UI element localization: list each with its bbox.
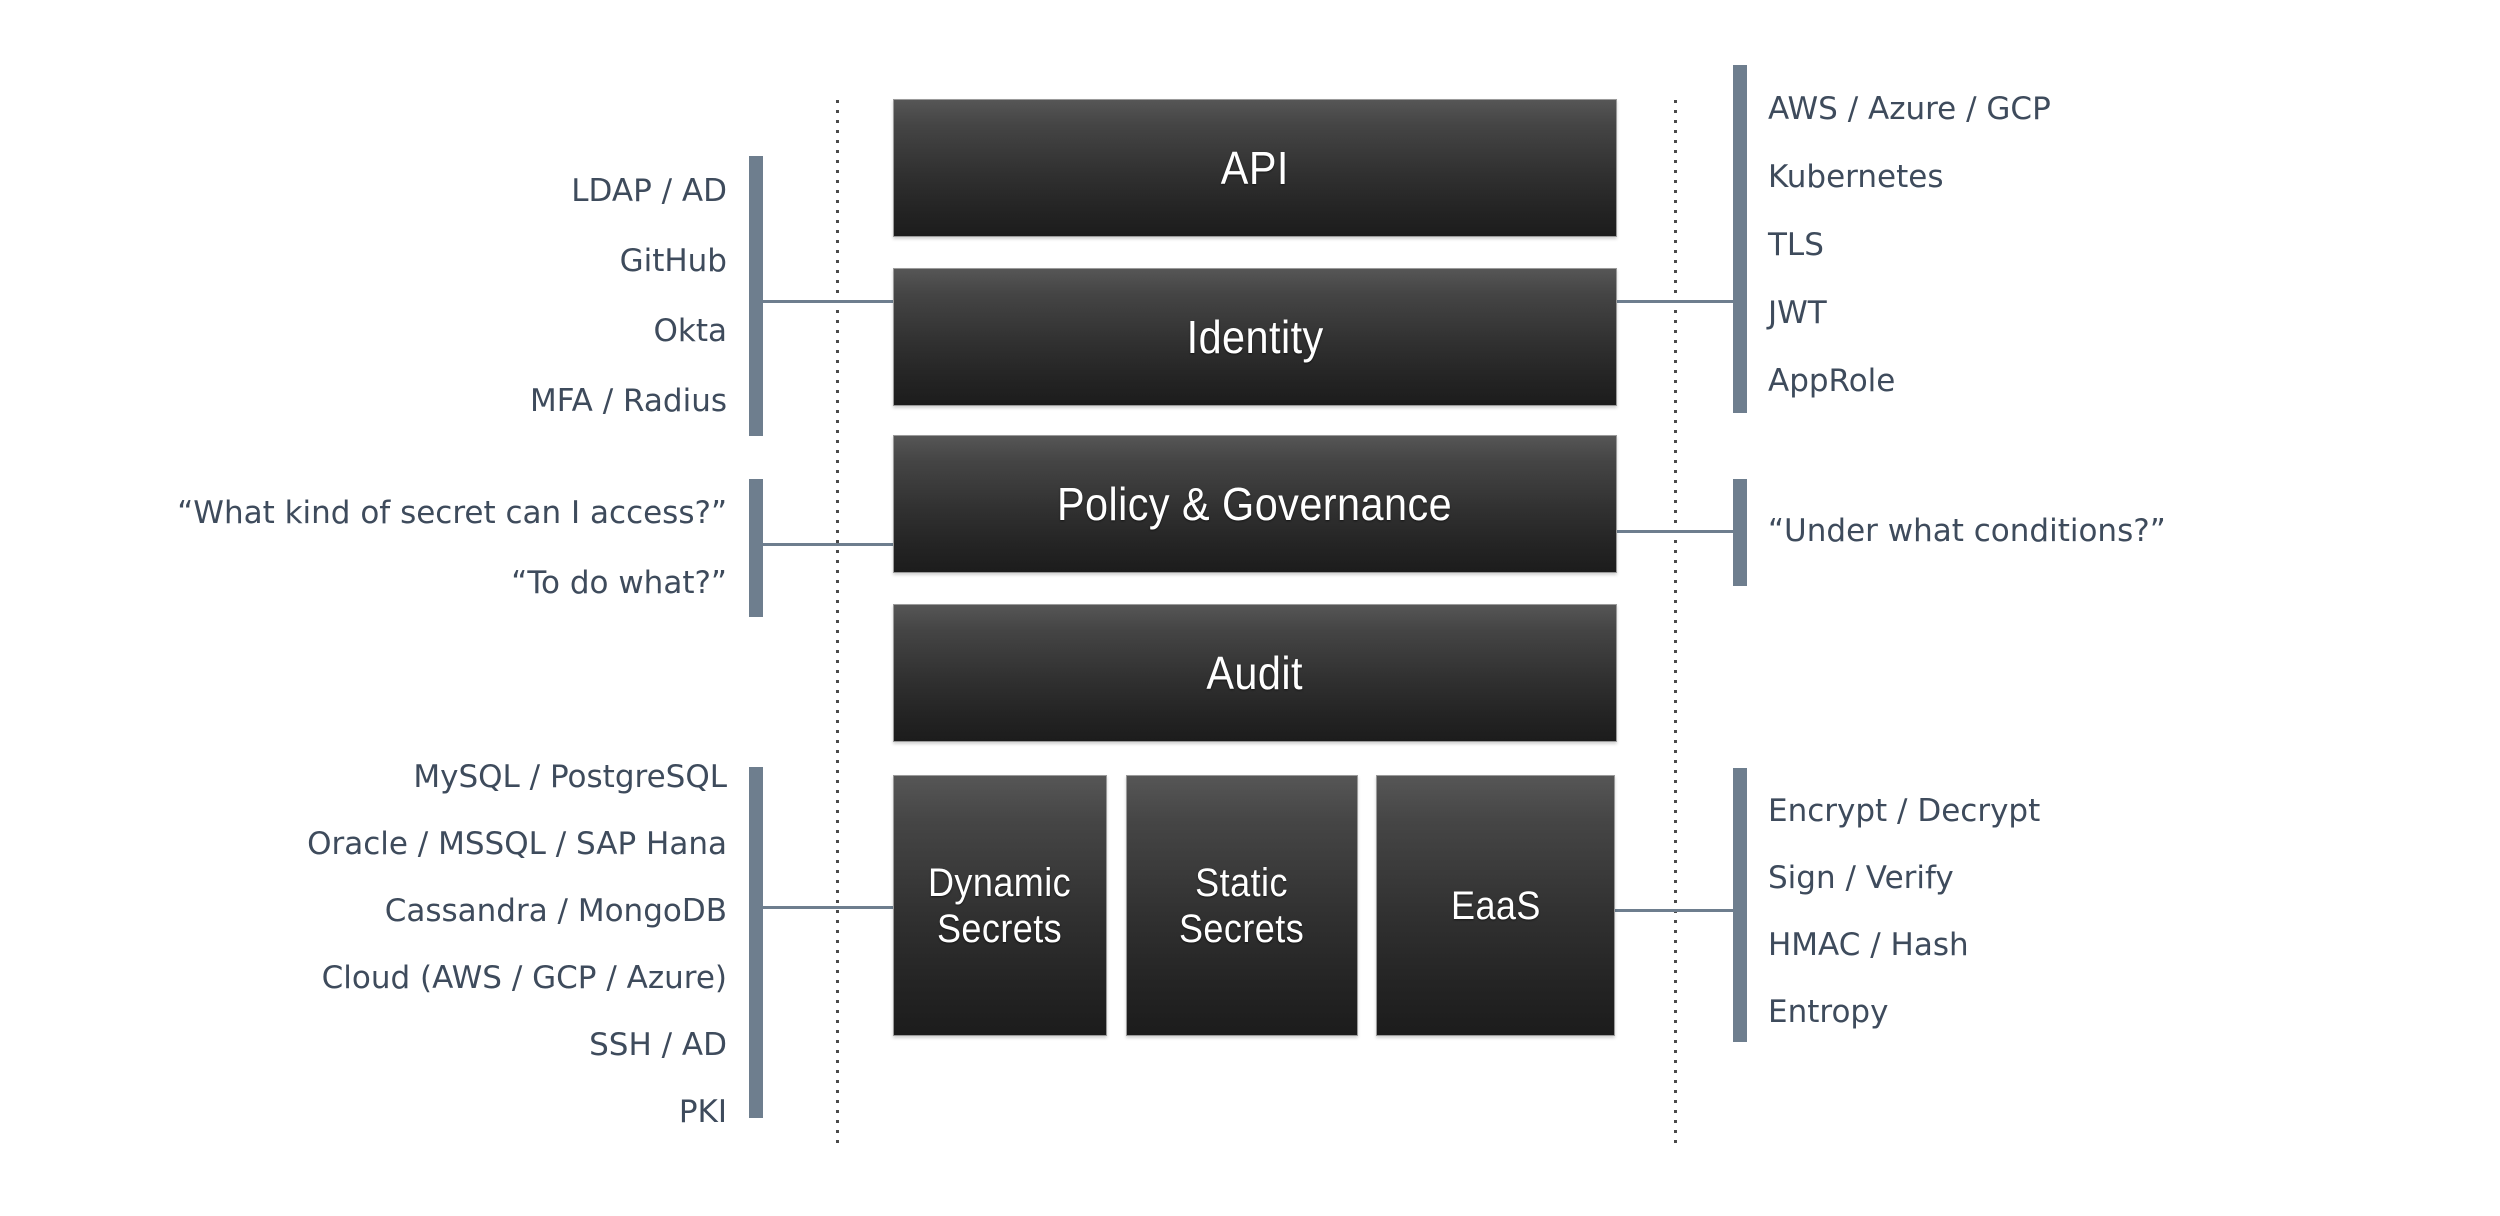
dotted-guide-left [836, 100, 839, 1150]
audit-box: Audit [893, 604, 1617, 742]
label-line: Cassandra / MongoDB [384, 893, 727, 929]
label-line: MySQL / PostgreSQL [413, 759, 727, 795]
api-box: API [893, 99, 1617, 237]
auth-methods-bracket [1733, 65, 1747, 413]
eaas-functions-bracket [1733, 768, 1747, 1042]
dotted-guide-right [1674, 100, 1677, 1150]
label-line: Okta [653, 313, 727, 349]
static-secrets-box: Static Secrets [1126, 775, 1358, 1036]
policy-questions-bracket [749, 479, 763, 617]
dynamic-secrets-box: Dynamic Secrets [893, 775, 1107, 1036]
identity-box-label: Identity [1186, 310, 1324, 363]
eaas-box: EaaS [1376, 775, 1615, 1036]
secret-engines-label-group: MySQL / PostgreSQL Oracle / MSSQL / SAP H… [307, 744, 727, 1146]
eaas-right-connector-line [1615, 909, 1734, 912]
identity-sources-bracket [749, 156, 763, 436]
api-box-label: API [1220, 141, 1290, 194]
label-line: Encrypt / Decrypt [1768, 793, 2041, 829]
label-line: JWT [1768, 295, 1827, 331]
policy-questions-label-group: “What kind of secret can I access?” “To d… [177, 478, 727, 618]
policy-governance-box: Policy & Governance [893, 435, 1617, 573]
secret-engines-bracket [749, 767, 763, 1118]
secrets-left-connector-line [762, 906, 893, 909]
label-line: Entropy [1768, 994, 1889, 1030]
label-line: Cloud (AWS / GCP / Azure) [321, 960, 727, 996]
label-line: PKI [678, 1094, 727, 1130]
policy-conditions-label-group: “Under what conditions?” [1768, 496, 2166, 566]
label-line: Kubernetes [1768, 159, 1944, 195]
identity-left-connector-line [762, 300, 893, 303]
policy-governance-box-label: Policy & Governance [1057, 477, 1453, 530]
label-line: “What kind of secret can I access?” [177, 495, 727, 531]
audit-box-label: Audit [1206, 646, 1304, 699]
label-line: Sign / Verify [1768, 860, 1954, 896]
policy-left-connector-line [762, 543, 893, 546]
label-line: AppRole [1768, 363, 1896, 399]
policy-right-connector-line [1617, 530, 1734, 533]
label-line: TLS [1768, 227, 1824, 263]
identity-box: Identity [893, 268, 1617, 406]
label-line: “To do what?” [511, 565, 727, 601]
static-secrets-box-label: Static Secrets [1179, 860, 1305, 951]
label-line: AWS / Azure / GCP [1768, 91, 2051, 127]
label-line: LDAP / AD [571, 173, 727, 209]
identity-right-connector-line [1617, 300, 1734, 303]
label-line: HMAC / Hash [1768, 927, 1969, 963]
label-line: “Under what conditions?” [1768, 513, 2166, 549]
label-line: SSH / AD [589, 1027, 727, 1063]
policy-conditions-bracket [1733, 479, 1747, 586]
dynamic-secrets-box-label: Dynamic Secrets [928, 860, 1072, 951]
label-line: MFA / Radius [529, 383, 727, 419]
eaas-box-label: EaaS [1450, 883, 1541, 928]
label-line: Oracle / MSSQL / SAP Hana [307, 826, 727, 862]
label-line: GitHub [619, 243, 727, 279]
